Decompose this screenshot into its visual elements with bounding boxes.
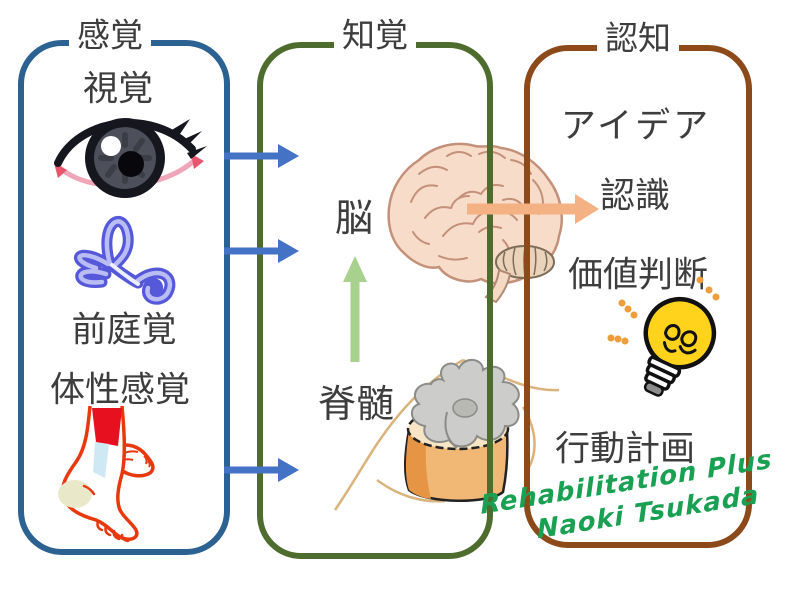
- recognition-label: 認識: [599, 176, 671, 217]
- somatosensory-label: 体性感覚: [49, 370, 191, 411]
- lightbulb-icon: [643, 296, 717, 397]
- vestibular-label: 前庭覚: [71, 310, 177, 351]
- value-judgment-label: 価値判断: [567, 255, 709, 296]
- action-plan-label: 行動計画: [554, 429, 696, 470]
- brain-label: 脳: [334, 196, 374, 240]
- foot-icon: [58, 405, 155, 543]
- perception-box: [257, 42, 493, 559]
- idea-label: アイデア: [560, 106, 712, 147]
- spinal-cord-label: 脊髄: [317, 382, 395, 426]
- vestibular-organ-icon: [73, 216, 176, 305]
- cognition-title: 認知: [597, 21, 679, 55]
- sensation-title: 感覚: [69, 18, 151, 52]
- eye-icon: [54, 118, 207, 198]
- perception-title: 知覚: [334, 18, 416, 52]
- vision-label: 視覚: [82, 69, 154, 110]
